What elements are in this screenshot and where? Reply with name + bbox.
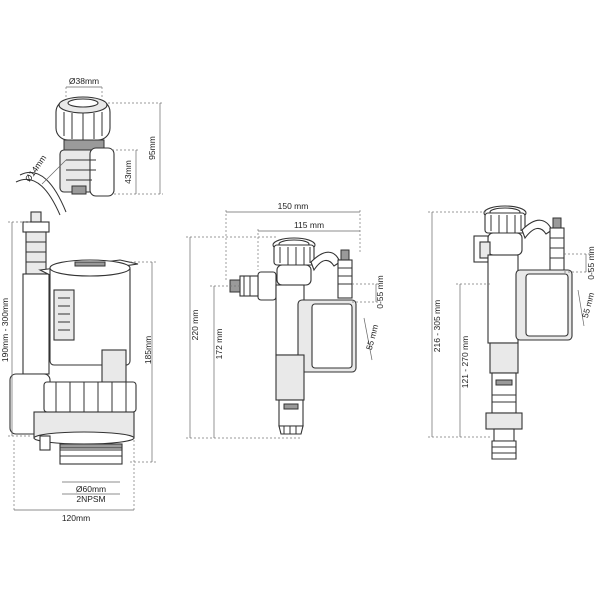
button-height-label: 95mm [147, 136, 157, 160]
side-fill-inner-height-label: 172 mm [214, 329, 224, 360]
bottom-fill-adjust-label: 0-55 mm [586, 246, 596, 280]
flush-valve-dimensions: 190mm - 300mm 185mm Ø60mm 2NPSM 120mm [0, 221, 156, 523]
button-diameter-label: Ø38mm [69, 76, 99, 86]
valve-body-height-label: 185mm [143, 336, 153, 364]
outlet-diameter-label: Ø60mm [76, 484, 106, 494]
bottom-fill-inner-height-label: 121 - 270 mm [460, 336, 470, 388]
valve-width-label: 120mm [62, 513, 90, 523]
valve-height-range-label: 190mm - 300mm [0, 298, 10, 362]
side-fill-width-label: 150 mm [278, 201, 309, 211]
side-fill-adjust-label: 0-55 mm [375, 275, 385, 309]
push-button-drawing [15, 96, 115, 216]
side-fill-float-label: 55 mm [364, 323, 380, 351]
button-lower-height-label: 43mm [123, 160, 133, 184]
pin-diameter-label: Ø14mm [23, 153, 49, 184]
outlet-thread-label: 2NPSM [76, 494, 105, 504]
bottom-fill-valve-drawing [473, 205, 573, 460]
flush-valve-drawing [9, 211, 139, 465]
side-fill-inner-width-label: 115 mm [294, 220, 324, 230]
side-fill-valve-dimensions: 150 mm 115 mm 220 mm 172 mm 0-55 mm 55 m… [186, 201, 385, 439]
side-fill-valve-drawing [229, 237, 357, 435]
side-fill-height-label: 220 mm [190, 310, 200, 341]
bottom-fill-valve-dimensions: 216 - 305 mm 121 - 270 mm 0-55 mm 55 mm [428, 211, 596, 438]
bottom-fill-height-label: 216 - 305 mm [432, 300, 442, 352]
bottom-fill-float-label: 55 mm [580, 291, 596, 319]
